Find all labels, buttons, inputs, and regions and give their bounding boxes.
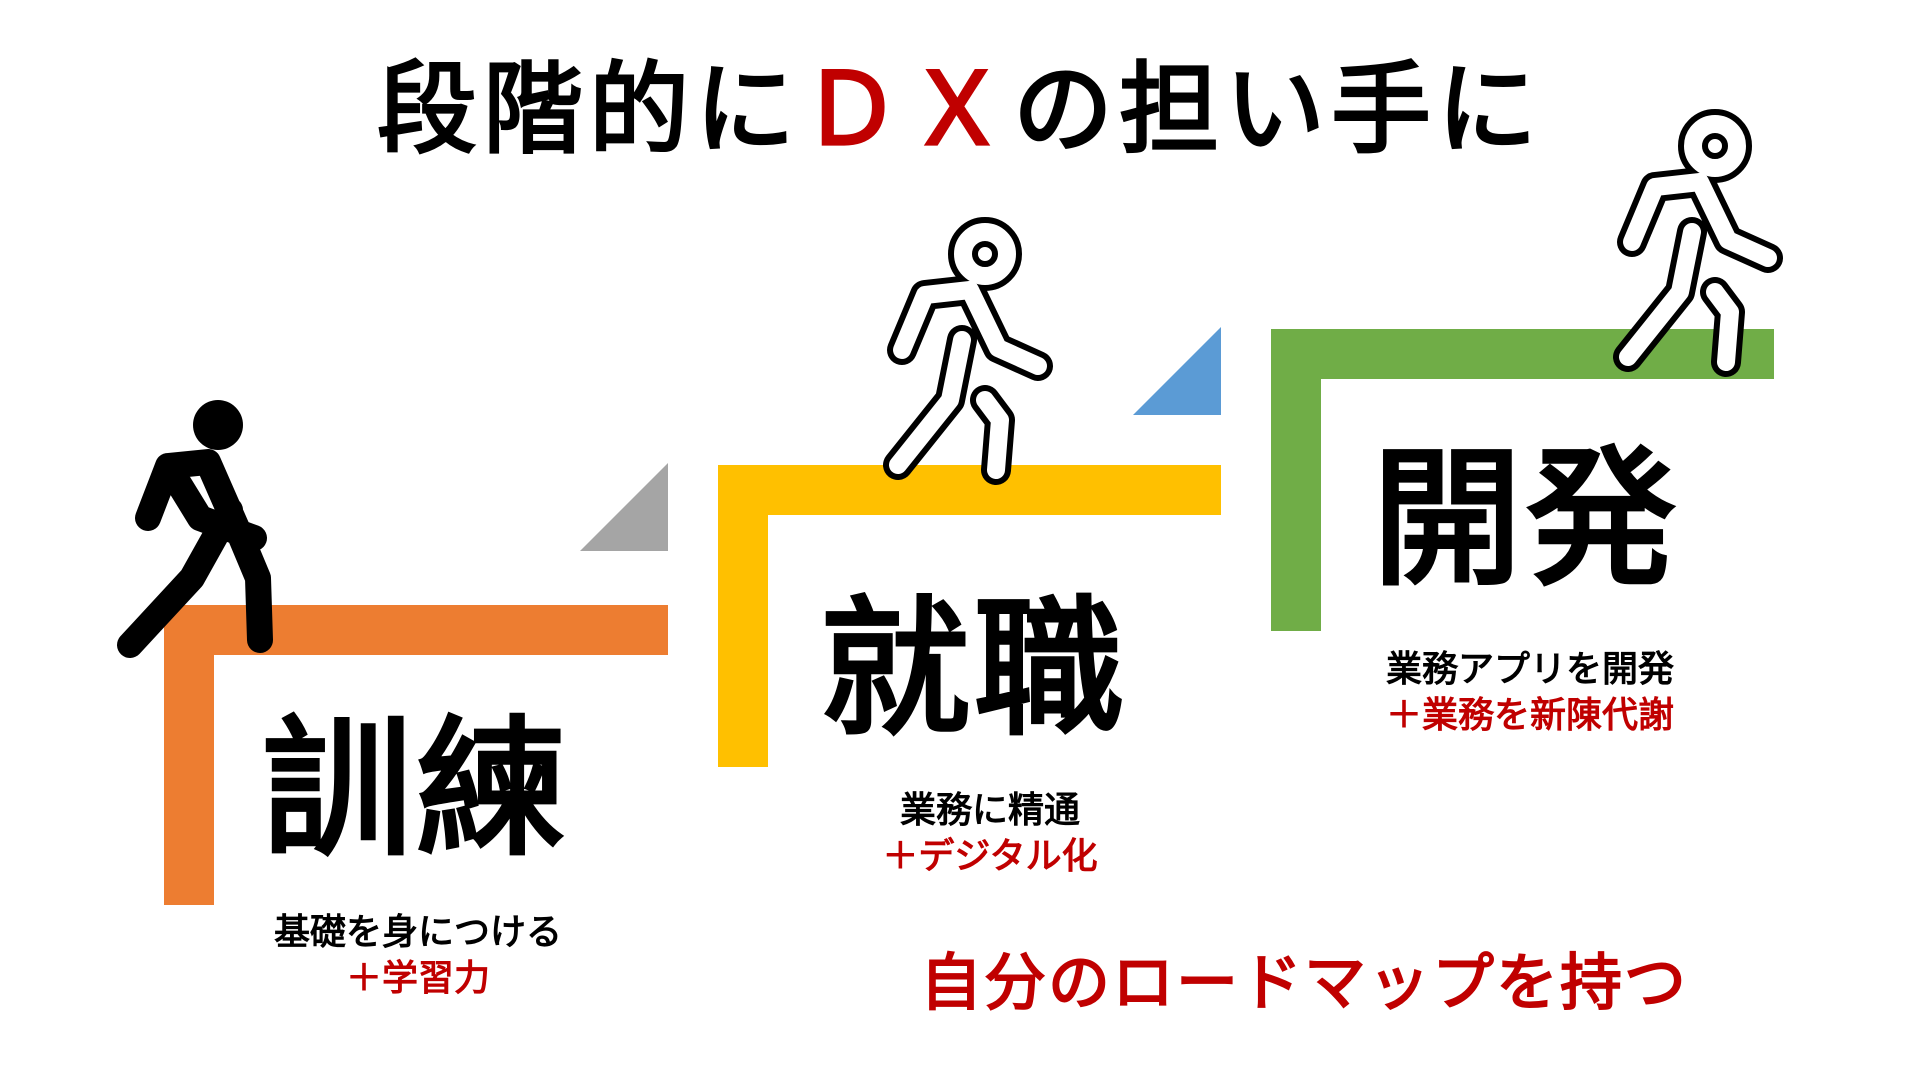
step-training-bar-vertical <box>164 605 214 905</box>
step-employment-bar-vertical <box>718 465 768 767</box>
step-employment-line1: 業務に精通 <box>899 790 1080 831</box>
walking-person-black-icon <box>117 400 273 658</box>
step-training-description: 基礎を身につける ＋学習力 <box>218 910 618 1002</box>
step-employment-line2: ＋デジタル化 <box>882 836 1098 877</box>
page-title: 段階的にＤＸの担い手に <box>0 40 1920 180</box>
step-development-bar-vertical <box>1271 329 1321 631</box>
title-prefix: 段階的に <box>377 51 801 168</box>
step-training-line2: ＋学習力 <box>345 958 490 999</box>
title-suffix: の担い手に <box>1013 51 1543 168</box>
walking-person-outline-icon <box>883 217 1053 485</box>
step-development-line2: ＋業務を新陳代謝 <box>1385 695 1674 736</box>
step-employment-label: 就職 <box>820 583 1129 757</box>
roadmap-text: 自分のロードマップを持つ <box>920 946 1689 1019</box>
step-employment-description: 業務に精通 ＋デジタル化 <box>790 788 1190 880</box>
step-training-label: 訓練 <box>262 703 571 877</box>
arrow-triangle-1 <box>580 463 668 551</box>
step-development-description: 業務アプリを開発 ＋業務を新陳代謝 <box>1330 647 1730 739</box>
walking-person-outline-icon <box>1613 109 1783 377</box>
step-development-line1: 業務アプリを開発 <box>1385 649 1674 690</box>
step-training-line1: 基礎を身につける <box>273 912 562 953</box>
step-development-label: 開発 <box>1372 433 1681 607</box>
step-employment-bar-horizontal <box>718 465 1221 515</box>
title-accent: ＤＸ <box>801 51 1013 168</box>
arrow-triangle-2 <box>1133 327 1221 415</box>
step-development-bar-horizontal <box>1271 329 1774 379</box>
